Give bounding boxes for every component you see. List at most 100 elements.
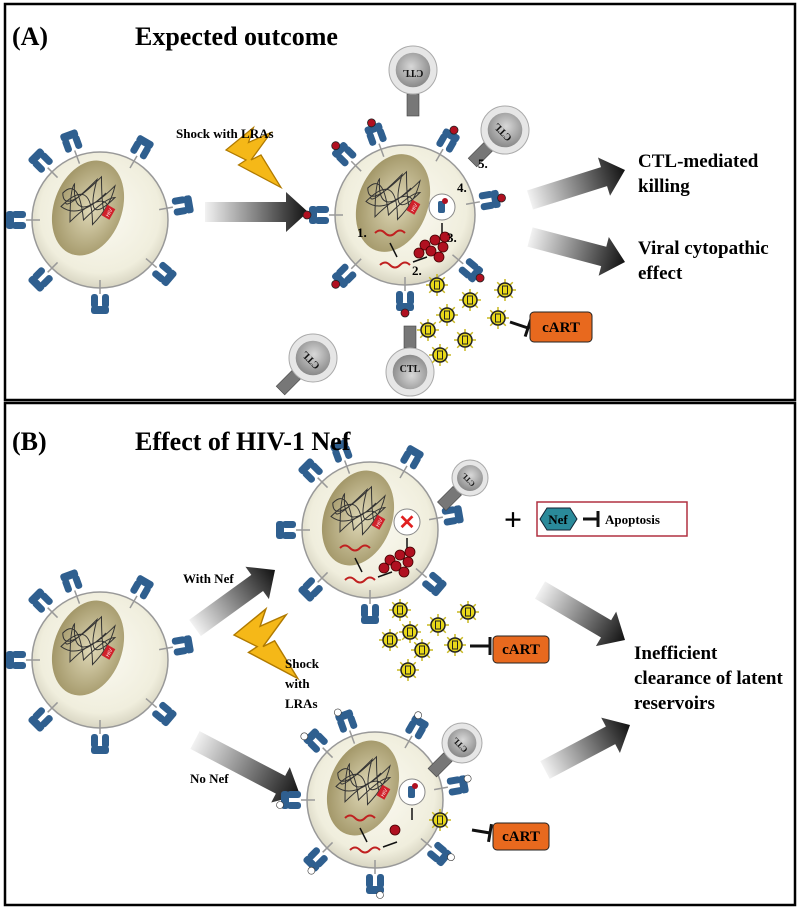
mhc-receptor-icon bbox=[276, 791, 315, 809]
receptor-head bbox=[331, 141, 348, 158]
receptor-chain bbox=[12, 651, 26, 658]
step-1: 1. bbox=[357, 225, 367, 240]
receptor-stem bbox=[73, 150, 81, 164]
receptor-chain bbox=[361, 604, 368, 618]
virion-core bbox=[434, 280, 440, 290]
virion-icon bbox=[454, 329, 476, 351]
receptor-chain bbox=[40, 714, 53, 728]
virion-body bbox=[430, 617, 446, 633]
hiv-tag-label: HIV bbox=[105, 647, 115, 658]
mhc-receptor-icon bbox=[91, 720, 109, 754]
virion-core bbox=[387, 635, 393, 645]
receptor-white-dot bbox=[447, 853, 455, 862]
nef-apoptosis-box: Nef Apoptosis bbox=[536, 501, 688, 537]
mhc-receptor-icon bbox=[334, 708, 358, 744]
antigen-dot bbox=[449, 125, 459, 135]
receptor-chain bbox=[173, 207, 188, 216]
receptor-head bbox=[276, 521, 284, 539]
mhc-receptor-icon bbox=[129, 575, 154, 609]
nucleus bbox=[321, 470, 395, 566]
receptor-stem bbox=[47, 167, 59, 179]
receptor-chain bbox=[446, 776, 461, 785]
virion-core bbox=[425, 325, 431, 335]
nucleus bbox=[51, 160, 125, 256]
outcome-arrow-with-nef bbox=[534, 581, 625, 647]
ctl-cell: CTL bbox=[467, 105, 530, 168]
mhc-receptor-icon bbox=[158, 635, 194, 656]
inhibit-line bbox=[509, 320, 529, 330]
virion-core bbox=[437, 815, 443, 825]
receptor-chain bbox=[332, 448, 342, 463]
receptor-chain bbox=[366, 874, 373, 888]
receptor-head bbox=[183, 195, 194, 214]
arrow-line bbox=[377, 571, 393, 578]
receptor-white-dot bbox=[307, 866, 316, 875]
mhc-receptor-icon bbox=[60, 129, 83, 164]
receptor-white-dot bbox=[463, 774, 472, 783]
receptor-chain bbox=[282, 521, 296, 528]
receptor-chain bbox=[91, 734, 98, 748]
receptor-chain bbox=[434, 841, 447, 854]
receptor-head bbox=[361, 616, 379, 624]
mhc-receptor-icon bbox=[298, 458, 329, 489]
hiv-provirus-tag bbox=[101, 644, 116, 660]
receptor-stem bbox=[158, 206, 174, 211]
viral-protein-dot bbox=[389, 824, 401, 836]
antigen-dot bbox=[442, 198, 448, 204]
receptor-chain bbox=[282, 532, 296, 539]
hiv-provirus-tag bbox=[406, 199, 421, 215]
mrna-icon bbox=[344, 576, 376, 584]
receptor-head bbox=[467, 265, 484, 283]
receptor-stem bbox=[129, 595, 138, 609]
receptor-white-dot bbox=[276, 801, 284, 809]
plus-sign: + bbox=[504, 501, 522, 537]
mrna-icon bbox=[349, 846, 381, 854]
mhc-receptor-icon bbox=[6, 211, 40, 229]
lightning-icon bbox=[224, 125, 283, 190]
virion-core bbox=[502, 285, 508, 295]
viral-protein-dot bbox=[398, 566, 410, 578]
outcome-line3: reservoirs bbox=[634, 693, 715, 714]
outcome-arrow-cytopathic bbox=[527, 227, 625, 276]
panel-a-title: Expected outcome bbox=[135, 22, 338, 51]
mhc-receptor-icon bbox=[361, 590, 379, 624]
receptor-chain bbox=[139, 585, 151, 600]
receptor-head bbox=[136, 575, 154, 589]
receptor-head bbox=[183, 635, 194, 654]
receptor-chain bbox=[414, 725, 426, 740]
mhc-receptor-icon bbox=[91, 280, 109, 314]
virion-body bbox=[432, 812, 448, 828]
receptor-chain bbox=[152, 710, 165, 723]
arrow-shape bbox=[190, 731, 301, 803]
antigen-dot bbox=[475, 273, 485, 283]
ctl-cell: CTL bbox=[437, 459, 489, 511]
ctl-cell: CTL bbox=[388, 45, 438, 117]
virion-icon bbox=[429, 809, 451, 831]
ctl-inner bbox=[447, 728, 477, 758]
viral-protein-dot bbox=[413, 247, 425, 259]
viral-protein-dot bbox=[439, 231, 451, 243]
outcome-cytopathic-line2: effect bbox=[638, 263, 683, 284]
virion-icon bbox=[411, 639, 433, 661]
nef-label: Nef bbox=[548, 512, 568, 527]
receptor-chain bbox=[32, 707, 46, 720]
mhc-receptor-icon bbox=[6, 651, 40, 669]
mhc-receptor-icon bbox=[28, 588, 59, 619]
arrow-line bbox=[382, 841, 398, 848]
receptor-head bbox=[298, 458, 315, 475]
virion-body bbox=[497, 282, 513, 298]
receptor-chain bbox=[344, 146, 357, 159]
virion-body bbox=[439, 307, 455, 323]
shock-label-b-1: Shock bbox=[285, 656, 320, 671]
mhc-receptor-icon bbox=[331, 141, 362, 172]
receptor-head bbox=[396, 303, 414, 311]
virion-body bbox=[392, 602, 408, 618]
virion-icon bbox=[494, 279, 516, 301]
viral-protein-dot bbox=[402, 556, 414, 568]
receptor-chain bbox=[40, 152, 53, 166]
receptor-white-dot bbox=[376, 891, 384, 899]
receptor-stem bbox=[433, 786, 449, 791]
mhc-receptor-icon bbox=[435, 125, 460, 162]
antigen-dot bbox=[412, 783, 418, 789]
receptor-chain bbox=[377, 874, 384, 888]
